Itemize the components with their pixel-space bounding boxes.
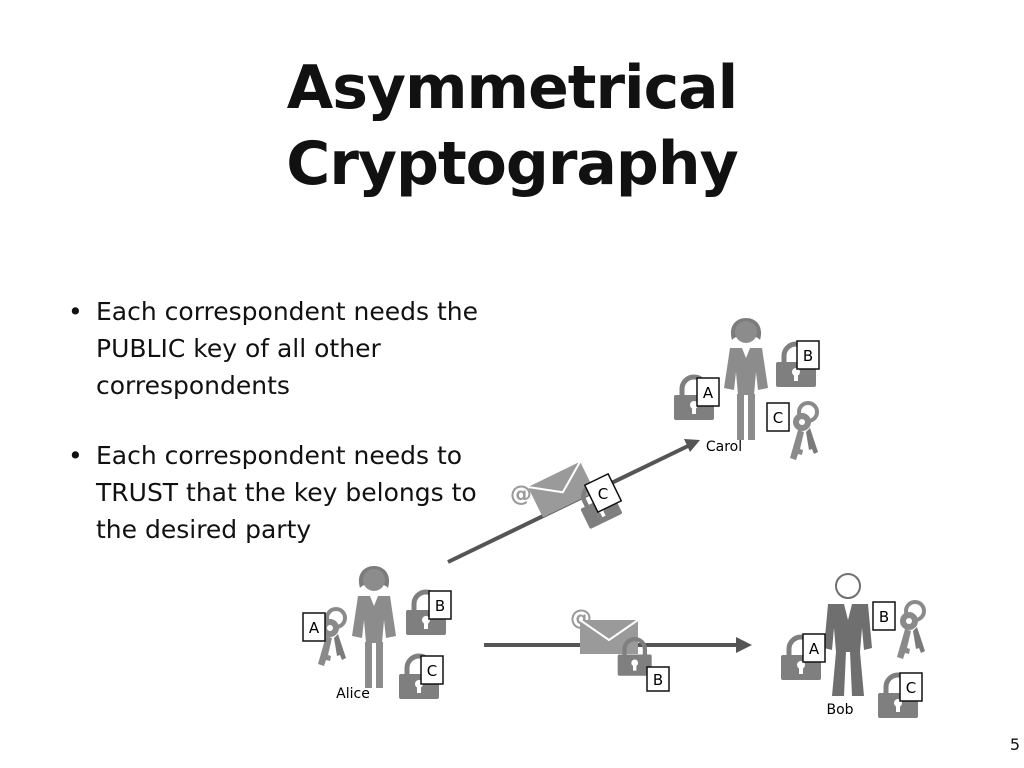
key-label-a: A <box>302 612 326 642</box>
lock-label-a: A <box>696 377 720 407</box>
bullet-dot-icon: • <box>68 297 83 326</box>
svg-text:A: A <box>703 384 714 402</box>
carol-label: Carol <box>706 439 742 455</box>
bullet-list: • Each correspondent needs the PUBLIC ke… <box>68 293 498 581</box>
svg-text:A: A <box>809 640 820 658</box>
svg-text:A: A <box>309 619 320 637</box>
lock-label-a: A <box>802 633 826 663</box>
title-line-2: Cryptography <box>286 129 738 199</box>
carol-group: Carol A B C <box>674 318 820 462</box>
key-label-b: B <box>872 601 896 631</box>
svg-text:C: C <box>773 409 783 427</box>
lock-label-b: B <box>428 590 452 620</box>
lock-label-c: C <box>420 655 444 685</box>
bob-group: Bob A B C <box>781 573 927 718</box>
svg-text:B: B <box>435 597 445 615</box>
alice-label: Alice <box>336 686 370 702</box>
key-icon <box>895 600 927 661</box>
lock-label-b: B <box>646 666 670 692</box>
key-icon <box>788 401 820 462</box>
key-label-c: C <box>766 402 790 432</box>
svg-text:B: B <box>879 608 889 626</box>
slide-title: Asymmetrical Cryptography <box>0 50 1024 202</box>
bullet-text: Each correspondent needs the PUBLIC key … <box>96 297 478 400</box>
svg-text:C: C <box>906 679 916 697</box>
bullet-text: Each correspondent needs to TRUST that t… <box>96 441 477 544</box>
lock-label-b: B <box>796 340 820 370</box>
lock-label-c: C <box>899 672 923 702</box>
svg-text:C: C <box>598 485 608 503</box>
bullet-item: • Each correspondent needs to TRUST that… <box>68 437 498 548</box>
lock-label-c: C <box>583 472 623 514</box>
alice-group: Alice A B C <box>302 566 452 702</box>
bullet-item: • Each correspondent needs the PUBLIC ke… <box>68 293 498 404</box>
alice-figure-icon <box>352 566 396 688</box>
message-to-carol: @ C <box>510 460 623 530</box>
title-line-1: Asymmetrical <box>286 53 738 123</box>
email-at-icon: @ <box>510 482 532 507</box>
bob-figure-icon <box>823 573 873 697</box>
svg-text:B: B <box>653 671 663 689</box>
bullet-dot-icon: • <box>68 441 83 470</box>
envelope-icon <box>579 619 639 655</box>
svg-text:B: B <box>803 347 813 365</box>
bob-label: Bob <box>826 702 853 718</box>
page-number: 5 <box>1009 735 1020 754</box>
svg-text:C: C <box>427 662 437 680</box>
carol-figure-icon <box>724 318 768 440</box>
message-to-bob: @ B <box>570 606 670 692</box>
